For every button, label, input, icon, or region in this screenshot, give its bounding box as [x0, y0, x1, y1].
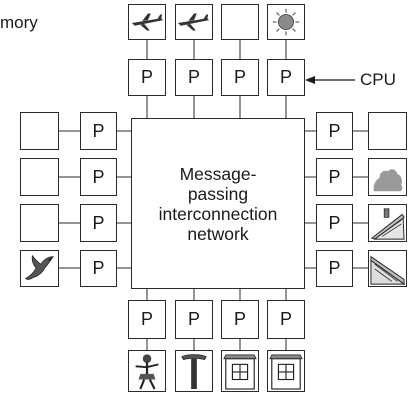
processor-left-4: P: [80, 250, 117, 287]
house-icon: [223, 354, 257, 390]
memory-top-2: [175, 4, 213, 40]
processor-right-3: P: [316, 204, 353, 242]
processor-left-1: P: [80, 112, 117, 150]
memory-top-1: [128, 4, 166, 40]
house-icon: [269, 354, 303, 390]
memory-bottom-4: [267, 350, 305, 392]
memory-top-4: [267, 4, 305, 40]
airplane-icon: [131, 13, 164, 31]
roof-icon: [370, 255, 406, 286]
processor-bottom-2: P: [175, 300, 213, 339]
processor-bottom-1: P: [128, 300, 166, 339]
cpu-caption: CPU: [360, 70, 396, 89]
processor-top-2: P: [175, 59, 213, 96]
processor-right-2: P: [316, 158, 353, 196]
memory-right-4: [368, 250, 407, 287]
processor-right-4: P: [316, 250, 353, 287]
interconnection-network: Message- passing interconnection network: [131, 118, 305, 289]
processor-right-1: P: [316, 112, 353, 150]
processor-top-4: P: [267, 59, 305, 96]
memory-bottom-3: [221, 350, 259, 392]
bird-icon: [25, 254, 54, 280]
network-label: Message- passing interconnection network: [158, 163, 278, 244]
memory-left-1: [20, 112, 59, 150]
memory-bottom-2: [175, 350, 213, 392]
sun-icon: [272, 8, 300, 36]
memory-top-3: [221, 4, 259, 40]
memory-left-3: [20, 204, 59, 242]
processor-left-2: P: [80, 158, 117, 196]
memory-right-2: [368, 158, 407, 196]
memory-bottom-1: [128, 350, 166, 392]
airplane-icon: [177, 13, 210, 31]
person-icon: [135, 354, 159, 390]
memory-caption: mory: [0, 13, 38, 32]
memory-right-3: [368, 204, 407, 242]
memory-right-1: [368, 112, 407, 150]
processor-left-3: P: [80, 204, 117, 242]
processor-top-3: P: [221, 59, 259, 96]
bush-icon: [373, 169, 403, 192]
processor-bottom-4: P: [267, 300, 305, 339]
memory-left-2: [20, 158, 59, 196]
processor-top-1: P: [128, 59, 166, 96]
memory-left-4: [20, 250, 59, 287]
tree-icon: [181, 354, 207, 389]
cpu-arrowhead: [305, 76, 315, 84]
roof-icon: [370, 208, 405, 240]
processor-bottom-3: P: [221, 300, 259, 339]
